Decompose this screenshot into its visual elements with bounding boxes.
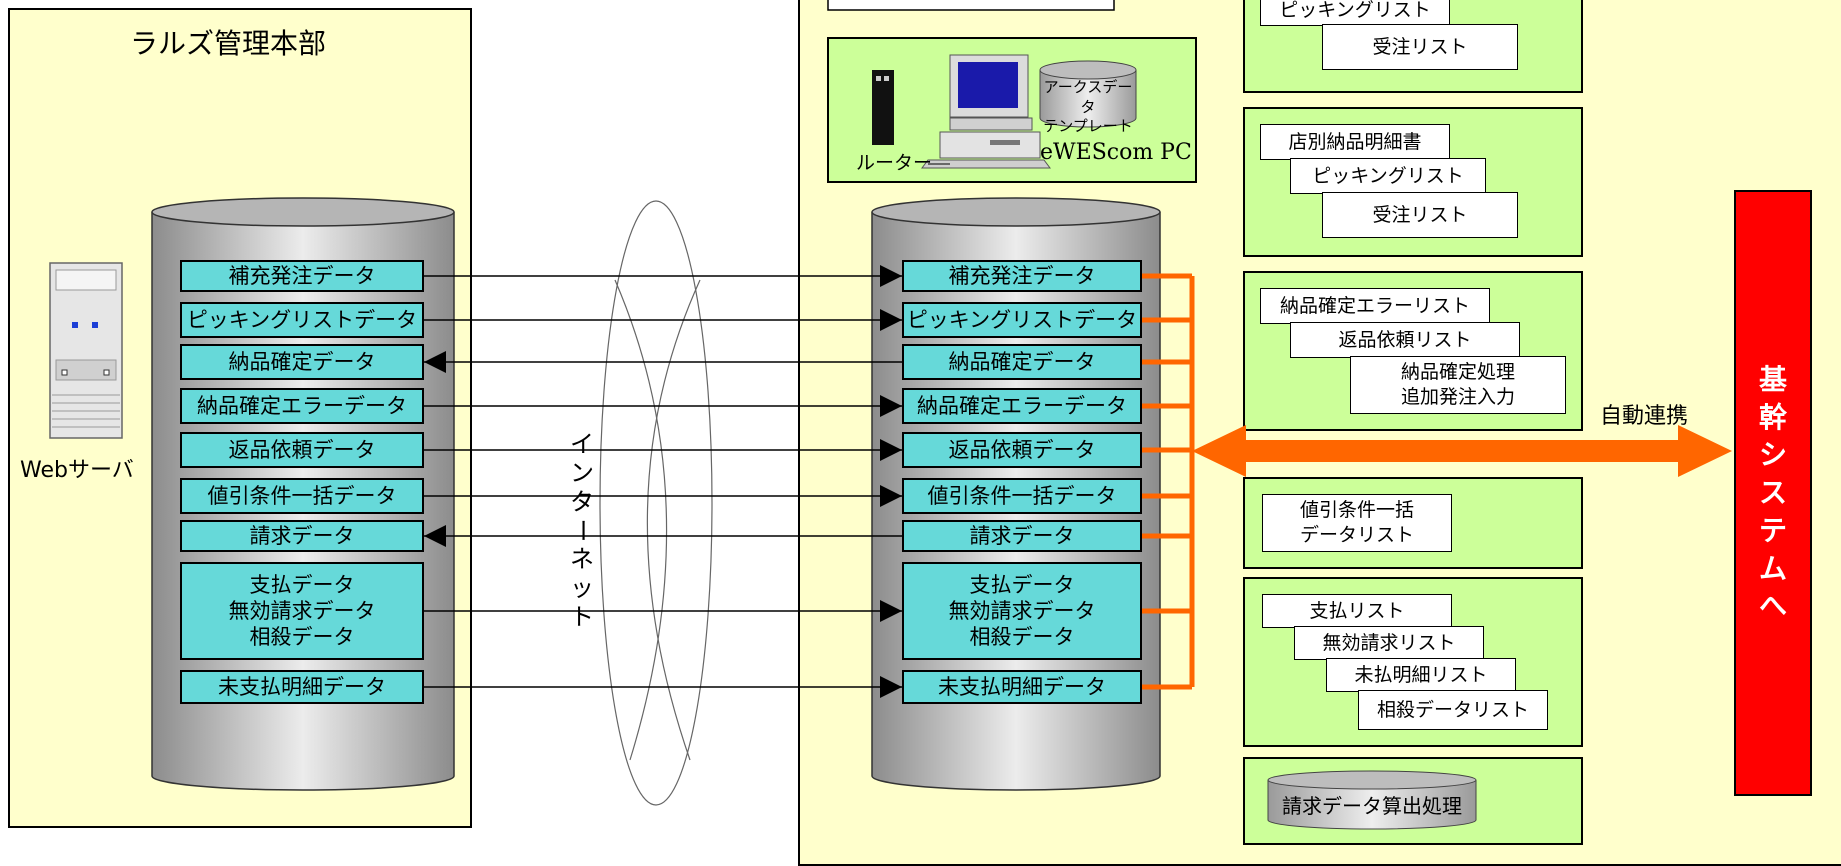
report-doc: 返品依頼リスト [1290,322,1520,358]
internet-char: ト [570,602,594,631]
report-doc: ピッキングリスト [1290,158,1486,194]
transfer-arrows [424,265,902,698]
right-data-item: 返品依頼データ [902,432,1142,468]
right-data-item: ピッキングリストデータ [902,302,1142,338]
pc-label: eWEScom PC [1040,140,1192,165]
arrow-head [880,265,902,287]
report-doc: 相殺データリスト [1358,690,1548,730]
internet-char: イ [570,430,594,458]
top-box [827,0,1115,11]
report-doc: 受注リスト [1322,24,1518,70]
right-data-item: 補充発注データ [902,260,1142,292]
calc-cylinder-icon [1267,770,1477,830]
right-data-item: 請求データ [902,520,1142,552]
report-doc: 値引条件一括 データリスト [1262,494,1452,552]
arrow-head [880,309,902,331]
report-doc: 納品確定処理 追加発注入力 [1350,356,1566,414]
report-doc: ピッキングリスト [1260,0,1450,26]
left-data-item: 支払データ 無効請求データ 相殺データ [180,562,424,660]
report-doc: 無効請求リスト [1294,626,1484,660]
core-system-char: ス [1758,476,1787,510]
left-data-item: 補充発注データ [180,260,424,292]
report-doc: 受注リスト [1322,192,1518,238]
core-system-char: 幹 [1758,400,1787,434]
internet-char: ー [568,518,597,543]
internet-char: ン [570,458,594,487]
internet-cloud [599,200,713,806]
left-data-item: 未支払明細データ [180,670,424,704]
core-system-char: テ [1758,513,1787,547]
template-label: アークスデータ テンプレート [1043,78,1133,135]
left-data-item: 納品確定データ [180,344,424,380]
left-data-item: 返品依頼データ [180,432,424,468]
left-data-item: 請求データ [180,520,424,552]
right-data-item: 未支払明細データ [902,670,1142,704]
internet-label: インターネット [568,430,597,632]
left-data-item: 値引条件一括データ [180,478,424,514]
arrow-head [880,395,902,417]
core-system-char: シ [1758,438,1787,472]
template-cylinder-icon [1039,60,1137,128]
report-doc: 店別納品明細書 [1260,124,1450,160]
router-icon [872,70,894,145]
router-label: ルーター [856,152,933,174]
left-data-item: ピッキングリストデータ [180,302,424,338]
arrow-head [424,525,446,547]
core-system-char: へ [1758,589,1787,623]
web-server-label: Webサーバ [20,458,134,483]
report-doc: 未払明細リスト [1326,658,1516,692]
right-data-item: 納品確定エラーデータ [902,388,1142,424]
internet-char: ッ [570,573,594,602]
right-data-item: 値引条件一括データ [902,478,1142,514]
arrow-head [880,600,902,622]
computer-icon [921,54,1051,169]
core-system-box: 基幹システムへ [1734,190,1812,796]
core-system-char: 基 [1758,362,1787,396]
auto-link-label: 自動連携 [1600,404,1689,429]
orange-bus [1142,273,1195,690]
web-server-icon [49,262,123,439]
left-panel-title: ラルズ管理本部 [130,27,327,60]
arrow-head [880,439,902,461]
left-data-item: 納品確定エラーデータ [180,388,424,424]
internet-char: ネ [570,545,594,574]
calc-process-label: 請求データ算出処理 [1282,794,1462,818]
core-system-char: ム [1758,551,1787,585]
right-data-item: 支払データ 無効請求データ 相殺データ [902,562,1142,660]
auto-link-arrow [1192,425,1732,477]
internet-char: タ [570,487,594,516]
report-doc: 支払リスト [1262,594,1452,628]
arrow-head [880,485,902,507]
arrow-head [880,676,902,698]
report-doc: 納品確定エラーリスト [1260,288,1490,324]
right-data-item: 納品確定データ [902,344,1142,380]
arrow-head [424,351,446,373]
